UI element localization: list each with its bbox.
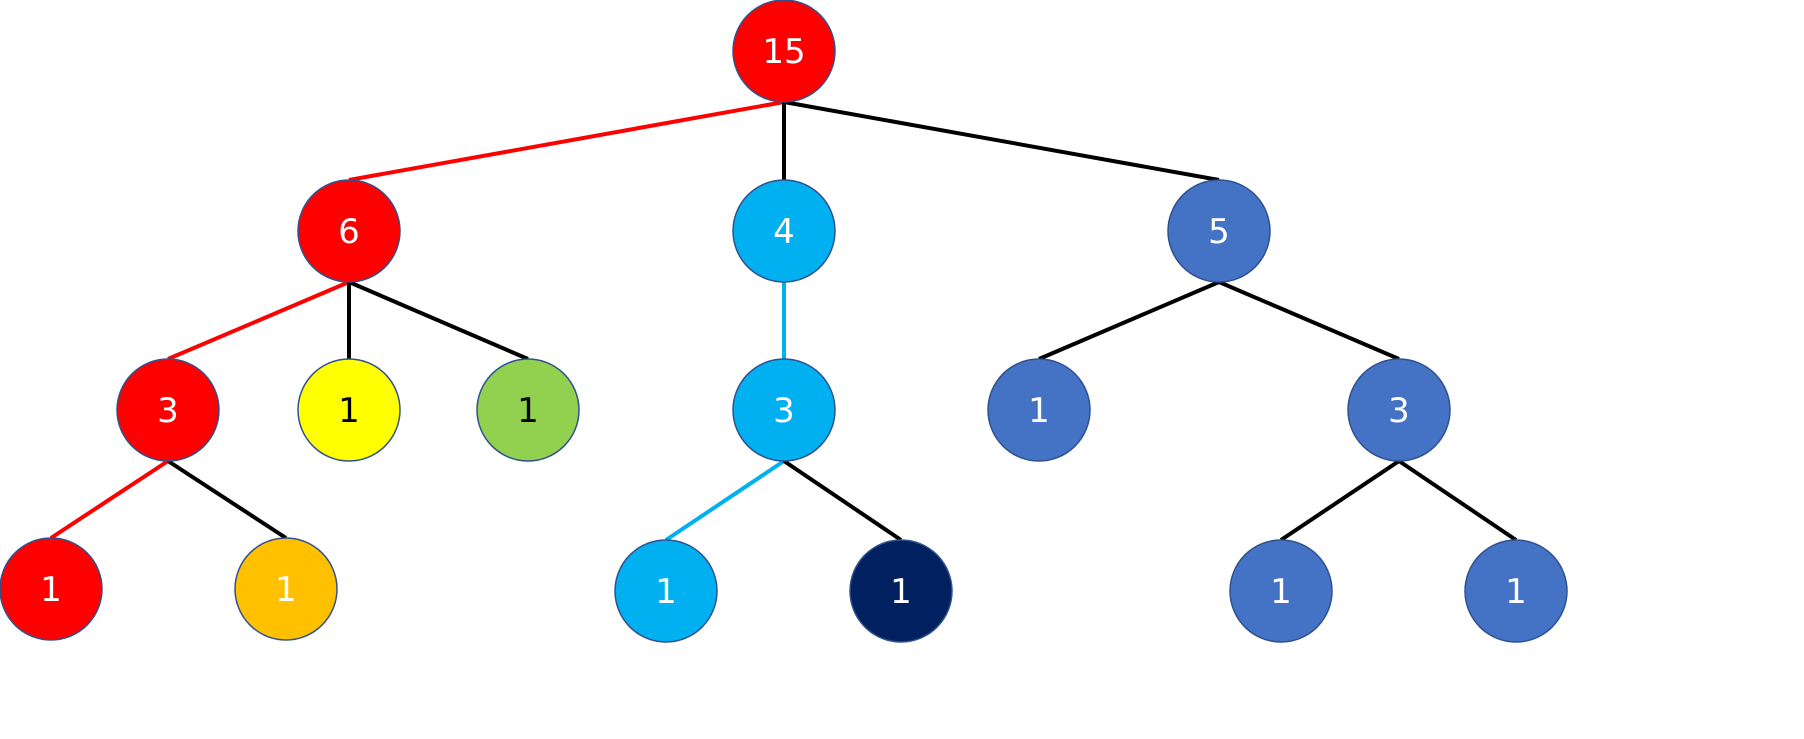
- node-circle: [732, 179, 836, 283]
- node-circle: [116, 358, 220, 462]
- edge-a1-a1b: [166, 459, 288, 540]
- edge-a-a3: [348, 280, 529, 361]
- node-value: 1: [1505, 572, 1527, 612]
- node-circle: [297, 179, 401, 283]
- tree-node-c: 5: [1167, 179, 1271, 283]
- edges-layer: [49, 100, 1518, 542]
- node-circle: [987, 358, 1091, 462]
- tree-node-a1b: 1: [234, 537, 338, 641]
- node-value: 1: [890, 572, 912, 612]
- edge-a-a1: [167, 280, 350, 361]
- edge-a1-a1a: [49, 459, 170, 540]
- node-circle: [732, 0, 836, 103]
- tree-node-a3: 1: [476, 358, 580, 462]
- nodes-layer: 15 6 4 5 3 1 1 3 1 3 1 1 1 1 1 1: [0, 0, 1568, 643]
- node-circle: [476, 358, 580, 462]
- node-circle: [234, 537, 338, 641]
- node-value: 6: [338, 212, 360, 252]
- node-value: 1: [517, 391, 539, 431]
- node-circle: [1347, 358, 1451, 462]
- node-value: 1: [275, 570, 297, 610]
- node-circle: [614, 539, 718, 643]
- node-value: 3: [773, 391, 795, 431]
- tree-node-b1: 3: [732, 358, 836, 462]
- tree-node-b: 4: [732, 179, 836, 283]
- edge-c2-c2b: [1397, 459, 1518, 542]
- edge-root-c: [783, 100, 1220, 182]
- node-value: 1: [1028, 391, 1050, 431]
- node-value: 3: [1388, 391, 1410, 431]
- edge-b1-b1b: [782, 459, 903, 542]
- tree-node-c2a: 1: [1229, 539, 1333, 643]
- node-circle: [1464, 539, 1568, 643]
- tree-node-root: 15: [732, 0, 836, 103]
- node-value: 4: [773, 212, 795, 252]
- node-circle: [732, 358, 836, 462]
- edge-c-c1: [1038, 280, 1220, 361]
- edge-b1-b1a: [664, 459, 786, 542]
- tree-node-a: 6: [297, 179, 401, 283]
- tree-node-c2b: 1: [1464, 539, 1568, 643]
- node-circle: [1167, 179, 1271, 283]
- tree-node-b1a: 1: [614, 539, 718, 643]
- node-value: 3: [157, 391, 179, 431]
- tree-node-b1b: 1: [849, 539, 953, 643]
- tree-node-a2: 1: [297, 358, 401, 462]
- node-value: 1: [1270, 572, 1292, 612]
- edge-c-c2: [1218, 280, 1400, 361]
- tree-node-a1a: 1: [0, 537, 103, 641]
- node-circle: [297, 358, 401, 462]
- node-value: 1: [40, 570, 62, 610]
- node-circle: [849, 539, 953, 643]
- node-value: 5: [1208, 212, 1230, 252]
- tree-node-c1: 1: [987, 358, 1091, 462]
- node-value: 1: [655, 572, 677, 612]
- node-circle: [0, 537, 103, 641]
- node-circle: [1229, 539, 1333, 643]
- tree-node-a1: 3: [116, 358, 220, 462]
- edge-c2-c2a: [1279, 459, 1401, 542]
- edge-root-a: [348, 100, 785, 182]
- tree-node-c2: 3: [1347, 358, 1451, 462]
- node-value: 1: [338, 391, 360, 431]
- node-value: 15: [762, 32, 805, 72]
